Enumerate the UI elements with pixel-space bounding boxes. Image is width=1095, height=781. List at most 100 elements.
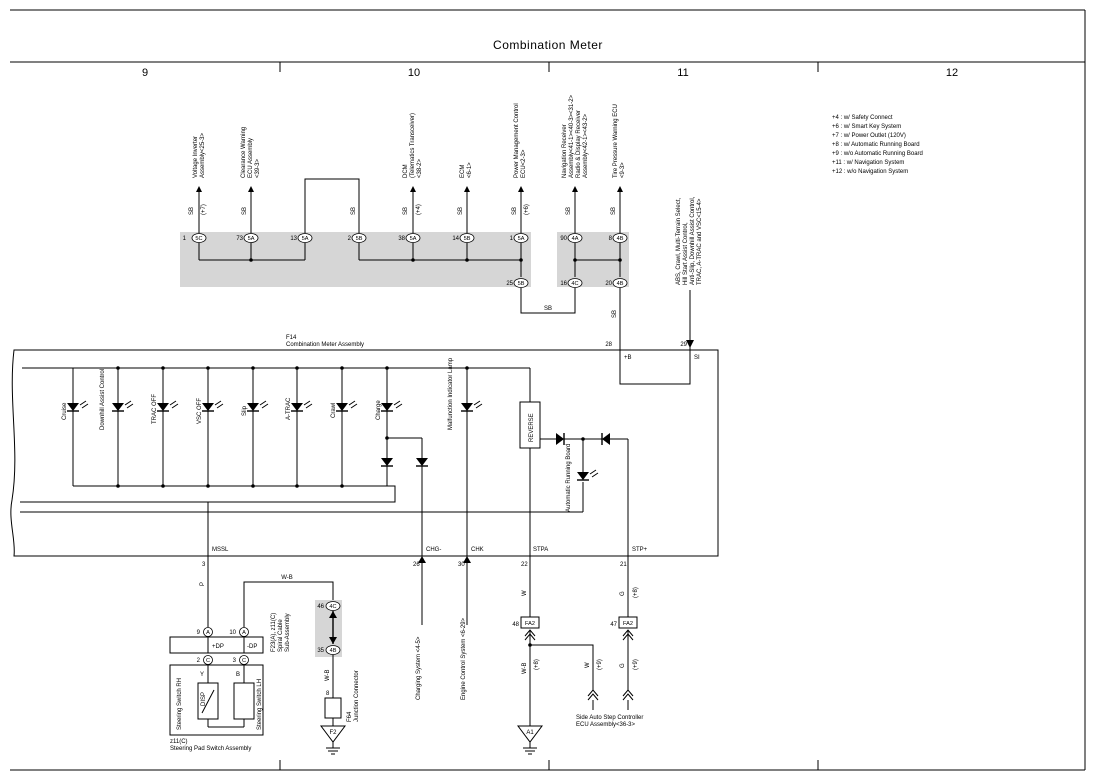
spiral-id: F23(A), z11(C)	[271, 613, 277, 652]
connector-code: 4B	[330, 648, 337, 654]
abs-label: Hill Start Assist Control,	[683, 222, 689, 285]
wire-color: Y	[200, 672, 204, 678]
pin-number: 28	[605, 342, 612, 348]
pin-number: 25	[506, 281, 513, 287]
led-label: Downhill Assist Control	[100, 369, 106, 430]
connector-fa2	[520, 616, 540, 629]
wire-color: SB	[351, 207, 357, 215]
connector-code: 4B	[617, 281, 624, 287]
connector-code: 5B	[356, 236, 363, 242]
wire-color: G	[620, 591, 626, 596]
connector-pin	[243, 233, 259, 243]
option-code: (+7)	[201, 204, 207, 215]
pin-number: 90	[560, 236, 567, 242]
steering-id: z11(C)	[170, 739, 188, 745]
legend-item: +7 : w/ Power Outlet (120V)	[832, 133, 906, 139]
pin-number: 13	[290, 236, 297, 242]
wire-color: SB	[458, 207, 464, 215]
destination-label: Radio & Display Receiver	[576, 110, 582, 178]
meter-name: Combination Meter Assembly	[286, 342, 364, 348]
connector-pin	[297, 233, 313, 243]
pin-number: 3	[233, 658, 237, 664]
spiral-cable: 9 A 10 A +DP -DP F23(A), z11(C) Spiral C…	[169, 613, 291, 654]
connector-code: 4A	[572, 236, 579, 242]
pin-label: STP+	[632, 547, 648, 553]
connector-code: 4C	[329, 604, 336, 610]
connector-pin	[567, 278, 583, 288]
destination-label: <6-1>	[467, 162, 473, 178]
destination-label: Voltage Inverter	[193, 136, 199, 178]
pin-label: SI	[694, 355, 700, 361]
pin-number: 10	[229, 630, 236, 636]
led-label: Malfunction Indicator Lamp	[448, 357, 454, 430]
pin-label: STPA	[533, 547, 548, 553]
ground-junction: 46 4C 35 4B W-B 8 F64 Junction Connector…	[317, 601, 360, 755]
side-step-name: ECU Assembly<36-3>	[576, 722, 636, 728]
wire-color: W-B	[522, 662, 528, 674]
connector-pin	[351, 233, 367, 243]
spiral-name: Spiral Cable	[278, 619, 284, 652]
connector-pin	[612, 233, 628, 243]
destination-label: Assembly<41-1><40-3><31-2>	[569, 94, 575, 178]
destination-label: Assembly<25-3>	[200, 132, 206, 178]
top-connector-pins: 1 5C 73 5A 13 5A 2 5B 38 5A 14 5B 1 5A 9…	[183, 233, 628, 243]
led-label: Slip	[242, 405, 248, 416]
connector-pin	[612, 278, 628, 288]
connector-code: 5B	[518, 281, 525, 287]
connector-code: 5A	[410, 236, 417, 242]
destination-label: Navigation Receiver	[562, 124, 568, 178]
reverse-circuit: REVERSE Automatic Running Board	[519, 401, 629, 556]
pin-number: 48	[512, 622, 519, 628]
pin-label: MSSL	[212, 547, 229, 553]
led-trac-off: TRAC OFF	[152, 368, 179, 486]
abs-label: ABS, Crawl, Multi-Terrain Select,	[676, 198, 682, 285]
pin-number: 1	[510, 236, 514, 242]
option-code: (+8)	[534, 659, 540, 670]
pin-number: 14	[452, 236, 459, 242]
arb-led-label: Automatic Running Board	[566, 444, 572, 512]
wire-color: W-B	[281, 575, 293, 581]
spiral-cable-box	[169, 636, 264, 654]
wire-color: SB	[544, 306, 552, 312]
wire-color: G	[620, 663, 626, 668]
column-number: 9	[142, 67, 148, 79]
abs-label: Anti-Slip, Downhill Assist Control,	[690, 196, 696, 285]
pin-number: 3	[202, 562, 206, 568]
pin-number: 38	[398, 236, 405, 242]
wire-color: SB	[512, 207, 518, 215]
wire-color: SB	[403, 207, 409, 215]
pin-number: 16	[560, 281, 567, 287]
led-charge: Charge	[376, 368, 428, 556]
connector-code: 5A	[302, 236, 309, 242]
steering-name: Steering Pad Switch Assembly	[170, 746, 251, 752]
pin-number: 8	[326, 691, 330, 697]
pin-number: 26	[413, 562, 420, 568]
wire-color: SB	[612, 310, 618, 318]
pin-number: 20	[605, 281, 612, 287]
led-label: Crawl	[331, 403, 337, 418]
pin-label: CHK	[471, 547, 484, 553]
destination-label: Assembly<42-1><43-2>	[583, 113, 589, 178]
legend-item: +11 : w/ Navigation System	[832, 160, 904, 166]
pin-label: +DP	[212, 644, 224, 650]
led-crawl: Crawl	[331, 368, 358, 486]
abs-signal: ABS, Crawl, Multi-Terrain Select, Hill S…	[676, 196, 703, 350]
meter-bottom-pins: MSSL 3 CHG- 26 CHK 30 STPA 22 STP+ 21	[202, 547, 648, 568]
combination-meter-assembly: F14 Combination Meter Assembly 28 29 +B …	[10, 335, 719, 557]
ground-label: A1	[526, 730, 534, 736]
destination-label: ECU Assembly	[248, 138, 254, 178]
wire-color: W-B	[325, 669, 331, 681]
pin-number: 21	[620, 562, 627, 568]
column-number: 10	[408, 67, 420, 79]
connector-pin	[325, 601, 341, 611]
spiral-name: Sub-Assembly	[285, 613, 291, 652]
connector-pin	[513, 278, 529, 288]
pin-number: 2	[197, 658, 201, 664]
option-code: (+9)	[633, 659, 639, 670]
option-code: (+9)	[597, 659, 603, 670]
pin-number: 29	[680, 342, 687, 348]
led-slip: Slip	[242, 368, 269, 486]
led-vsc-off: VSC OFF	[197, 368, 224, 486]
connector-pin	[567, 233, 583, 243]
abs-label: TRAC, A-TRAC and VSC<15-4>	[697, 198, 703, 285]
